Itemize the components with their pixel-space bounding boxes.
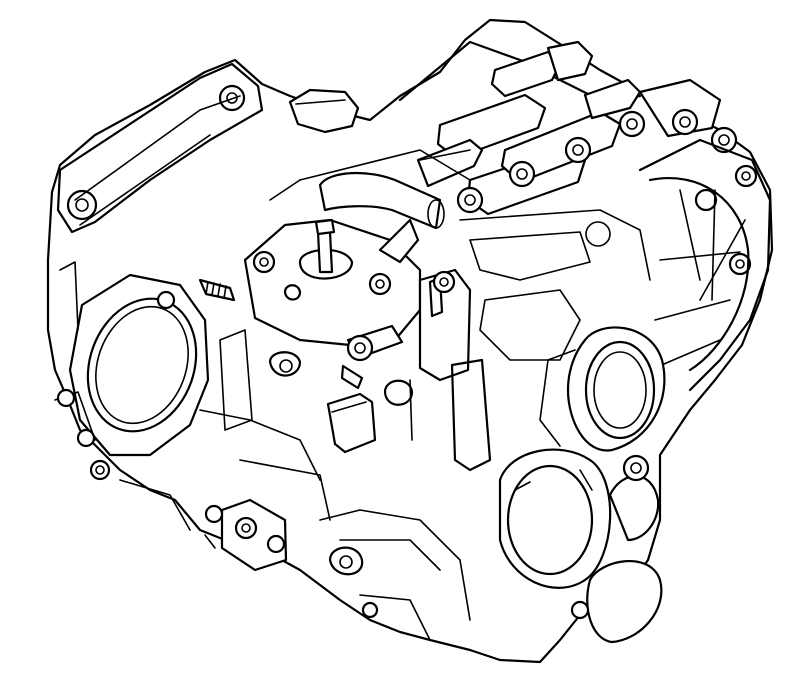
shift-tower-housing: [243, 218, 422, 347]
selector-lever-linkage: [340, 268, 472, 441]
transmission-housing-outline: [46, 18, 774, 664]
lower-case-details: [204, 498, 590, 641]
left-case-ribs: [54, 261, 191, 531]
left-input-flange: [68, 273, 210, 457]
reverse-light-switch: [268, 351, 377, 454]
center-case-panels: [199, 149, 651, 521]
breather-pipe: [318, 172, 445, 230]
output-shaft-housing: [539, 326, 666, 452]
upper-left-mounting-bracket: [56, 62, 264, 234]
shift-rail-bolts: [456, 108, 758, 276]
top-filler-cap: [288, 88, 360, 134]
final-drive-cover: [498, 448, 663, 644]
threaded-studs: [198, 278, 236, 302]
right-bellhousing: [585, 138, 772, 392]
